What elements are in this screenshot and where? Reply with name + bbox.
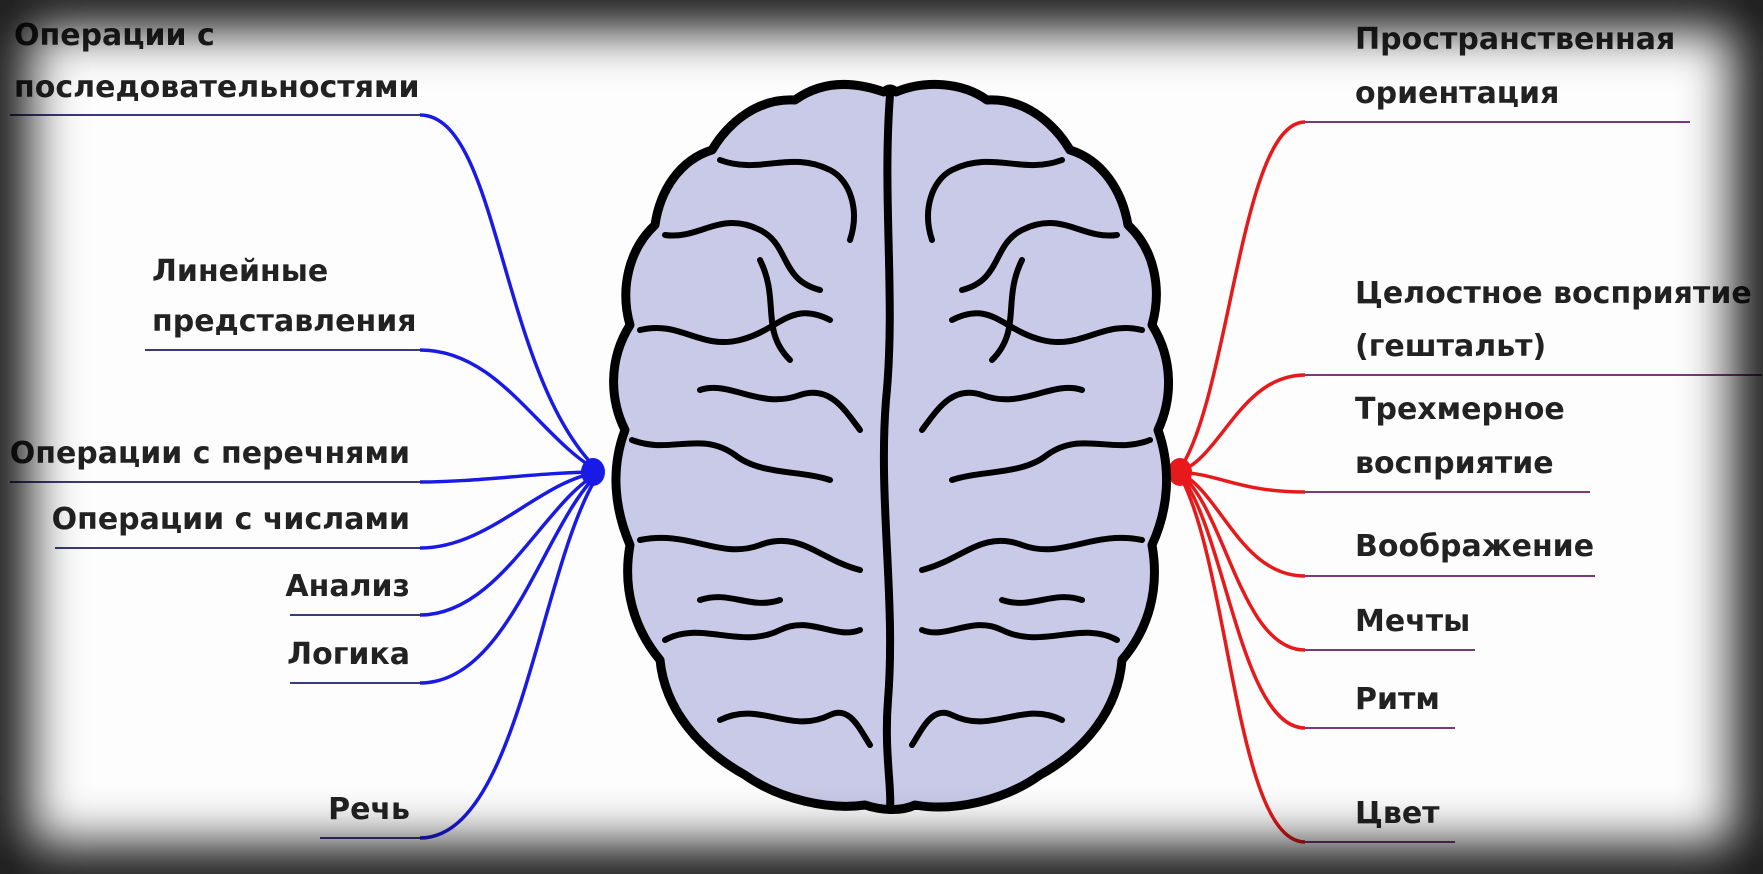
label-speech: Речь: [328, 788, 410, 832]
left-junction-dot: [581, 458, 605, 486]
label-spatial-line2: ориентация: [1355, 72, 1559, 116]
label-gestalt-line1: Целостное восприятие: [1355, 272, 1752, 316]
label-numbers: Операции с числами: [52, 498, 410, 542]
label-color: Цвет: [1355, 792, 1440, 836]
label-3d-line2: восприятие: [1355, 442, 1554, 486]
connector-dreams: [1178, 472, 1305, 650]
label-gestalt-line2: (гештальт): [1355, 325, 1546, 369]
connector-numbers: [420, 472, 600, 548]
left-underlines: [10, 115, 420, 838]
label-sequences-line2: последовательностями: [14, 66, 420, 110]
connector-spatial: [1178, 122, 1305, 472]
brain-illustration: [614, 84, 1169, 809]
right-connector-lines: [1178, 122, 1305, 842]
right-junction-dot: [1168, 458, 1192, 486]
label-analysis: Анализ: [285, 565, 410, 609]
label-rhythm: Ритм: [1355, 678, 1440, 722]
connector-3d: [1178, 472, 1305, 492]
left-connector-lines: [420, 115, 600, 838]
label-linear-line2: представления: [152, 300, 417, 344]
label-imagination: Воображение: [1355, 525, 1594, 569]
label-linear-line1: Линейные: [152, 250, 328, 294]
connector-sequences: [420, 115, 600, 472]
label-3d-line1: Трехмерное: [1355, 388, 1565, 432]
connector-linear: [420, 350, 600, 472]
connector-rhythm: [1178, 472, 1305, 728]
label-spatial-line1: Пространственная: [1355, 18, 1675, 62]
connector-gestalt: [1178, 375, 1305, 472]
connector-logic: [420, 472, 600, 683]
connector-speech: [420, 472, 600, 838]
label-logic: Логика: [287, 633, 410, 677]
connector-color: [1178, 472, 1305, 842]
label-lists: Операции с перечнями: [10, 432, 410, 476]
label-dreams: Мечты: [1355, 600, 1470, 644]
label-sequences-line1: Операции с: [14, 14, 215, 58]
